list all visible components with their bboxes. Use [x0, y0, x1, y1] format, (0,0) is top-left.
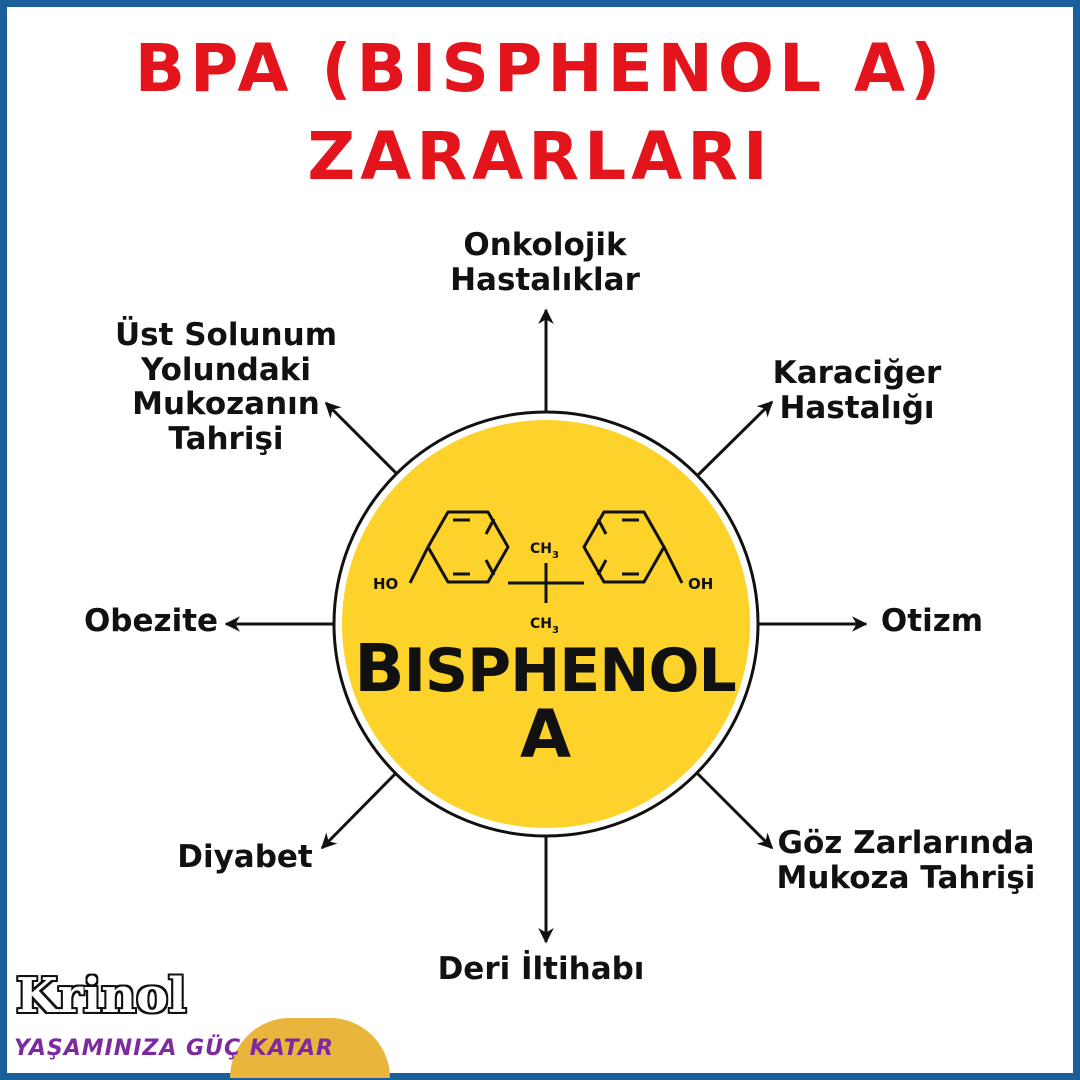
bisphenol-a-label: BISPHENOL A	[354, 630, 736, 773]
arrow-top-left	[324, 401, 399, 476]
effect-skin-inflammation: Deri İltihabı	[437, 951, 645, 987]
bond-ho	[408, 546, 430, 584]
title-line-1: BPA (BISPHENOL A)	[134, 30, 946, 107]
logo-tagline: YAŞAMINIZA GÜÇ KATAR	[14, 1036, 334, 1061]
title-line-2: ZARARLARI	[307, 118, 773, 195]
molecule-ch3-top: CH3	[530, 541, 559, 561]
molecule-ho: HO	[373, 575, 398, 593]
benzene-ring-right	[582, 510, 666, 584]
arrow-bottom-right	[694, 770, 774, 850]
arrow-top-right	[694, 400, 774, 479]
logo-swoosh	[230, 1018, 390, 1078]
effect-diabetes: Diyabet	[177, 839, 313, 875]
bpa-molecule	[408, 510, 684, 603]
arrow-bottom-left	[320, 770, 399, 850]
bond-oh	[662, 546, 684, 584]
effect-obesity: Obezite	[83, 603, 219, 639]
benzene-ring-left	[426, 510, 510, 584]
effect-autism: Otizm	[880, 603, 984, 639]
molecule-ch3-bottom: CH3	[530, 616, 559, 636]
molecule-oh: OH	[688, 575, 713, 593]
krinol-logo: Krinol	[16, 968, 187, 1024]
